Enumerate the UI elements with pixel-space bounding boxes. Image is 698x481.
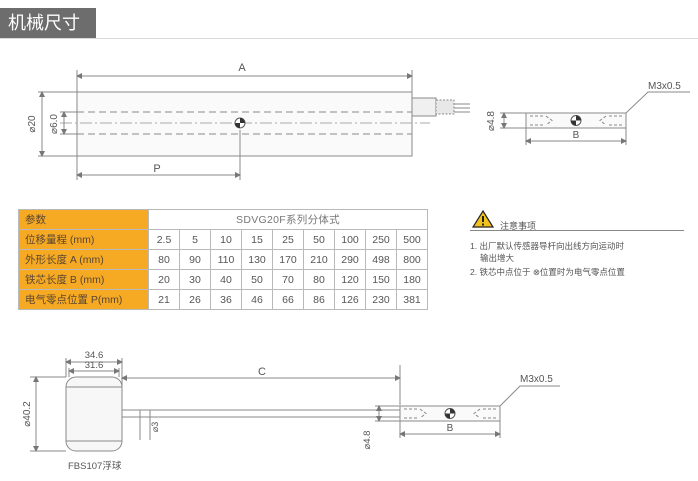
float-dia-label: ⌀40.2 bbox=[22, 401, 33, 427]
table-cell: 10 bbox=[210, 229, 242, 250]
notes-header: 注意事项 bbox=[470, 210, 684, 231]
float-drawing bbox=[30, 358, 560, 452]
table-row: 铁芯长度 B (mm) 20 30 40 50 70 80 120 150 18… bbox=[18, 269, 428, 290]
core-dia-label: ⌀4.8 bbox=[486, 111, 497, 131]
header-label-cell: 参数 bbox=[18, 209, 149, 230]
table-cell: 21 bbox=[148, 289, 180, 310]
table-cell: 50 bbox=[303, 229, 335, 250]
notes-title: 注意事项 bbox=[500, 221, 537, 231]
float-core-b-label: B bbox=[447, 423, 454, 434]
table-header-row: 参数 SDVG20F系列分体式 bbox=[18, 209, 428, 230]
table-cell: 40 bbox=[210, 269, 242, 290]
table-row: 位移量程 (mm) 2.5 5 10 15 25 50 100 250 500 bbox=[18, 229, 428, 250]
table-cell: 170 bbox=[272, 249, 304, 270]
row-label: 铁芯长度 B (mm) bbox=[18, 269, 149, 290]
table-cell: 36 bbox=[210, 289, 242, 310]
warning-icon bbox=[472, 210, 494, 228]
table-cell: 110 bbox=[210, 249, 242, 270]
table-cell: 80 bbox=[148, 249, 180, 270]
table-cell: 50 bbox=[241, 269, 273, 290]
float-inner-width-label: 31.6 bbox=[85, 360, 104, 371]
row-label: 电气零点位置 P(mm) bbox=[18, 289, 149, 310]
table-cell: 120 bbox=[334, 269, 366, 290]
float-outer-width-label: 34.6 bbox=[85, 350, 104, 361]
table-cell: 500 bbox=[396, 229, 428, 250]
thread-leader bbox=[625, 91, 690, 114]
table-cell: 381 bbox=[396, 289, 428, 310]
core-zero-point-icon bbox=[570, 115, 582, 126]
float-core-dia-label: ⌀4.8 bbox=[362, 431, 373, 450]
table-cell: 180 bbox=[396, 269, 428, 290]
table-cell: 290 bbox=[334, 249, 366, 270]
table-cell: 800 bbox=[396, 249, 428, 270]
table-cell: 30 bbox=[179, 269, 211, 290]
outer-dia-label: ⌀20 bbox=[27, 115, 38, 133]
cable-end bbox=[435, 99, 455, 115]
core-thread-label: M3x0.5 bbox=[648, 81, 681, 92]
row-label: 位移量程 (mm) bbox=[18, 229, 149, 250]
table-cell: 100 bbox=[334, 229, 366, 250]
float-caption: FBS107浮球 bbox=[68, 460, 122, 472]
section-title: 机械尺寸 bbox=[0, 8, 96, 38]
cable-gland bbox=[411, 97, 437, 117]
zero-point-icon bbox=[234, 117, 246, 129]
title-divider bbox=[0, 38, 698, 39]
sensor-body-drawing bbox=[38, 70, 470, 180]
table-cell: 25 bbox=[272, 229, 304, 250]
note-line-1: 1. 出厂默认传感器导杆向出线方向运动时 bbox=[470, 241, 624, 251]
table-cell: 80 bbox=[303, 269, 335, 290]
table-row: 电气零点位置 P(mm) 21 26 36 46 66 86 126 230 3… bbox=[18, 289, 428, 310]
table-cell: 2.5 bbox=[148, 229, 180, 250]
table-cell: 210 bbox=[303, 249, 335, 270]
float-ball bbox=[65, 376, 123, 452]
table-cell: 5 bbox=[179, 229, 211, 250]
dim-p-label: P bbox=[153, 163, 160, 175]
table-cell: 66 bbox=[272, 289, 304, 310]
float-zero-point-icon bbox=[444, 408, 456, 419]
table-cell: 46 bbox=[241, 289, 273, 310]
spec-table: 参数 SDVG20F系列分体式 位移量程 (mm) 2.5 5 10 15 25… bbox=[18, 209, 428, 310]
table-cell: 20 bbox=[148, 269, 180, 290]
table-row: 外形长度 A (mm) 80 90 110 130 170 210 290 49… bbox=[18, 249, 428, 270]
row-label: 外形长度 A (mm) bbox=[18, 249, 149, 270]
table-cell: 498 bbox=[365, 249, 397, 270]
inner-dia-label: ⌀6.0 bbox=[49, 114, 60, 134]
float-thread-label: M3x0.5 bbox=[520, 374, 553, 385]
table-cell: 70 bbox=[272, 269, 304, 290]
table-cell: 15 bbox=[241, 229, 273, 250]
table-cell: 250 bbox=[365, 229, 397, 250]
model-cell: SDVG20F系列分体式 bbox=[148, 209, 428, 230]
table-cell: 130 bbox=[241, 249, 273, 270]
note-line-1b: 输出增大 bbox=[480, 253, 515, 263]
table-cell: 86 bbox=[303, 289, 335, 310]
rod-dia-label: ⌀3 bbox=[150, 422, 160, 432]
table-cell: 90 bbox=[179, 249, 211, 270]
table-cell: 230 bbox=[365, 289, 397, 310]
dim-c-label: C bbox=[258, 366, 266, 378]
core-b-label: B bbox=[573, 130, 580, 141]
note-line-2: 2. 铁芯中点位于 ⊗位置时为电气零点位置 bbox=[470, 267, 625, 277]
dim-a-label: A bbox=[238, 62, 246, 74]
table-cell: 150 bbox=[365, 269, 397, 290]
table-cell: 126 bbox=[334, 289, 366, 310]
float-thread-leader bbox=[499, 385, 560, 407]
table-cell: 26 bbox=[179, 289, 211, 310]
core-drawing bbox=[500, 91, 690, 145]
